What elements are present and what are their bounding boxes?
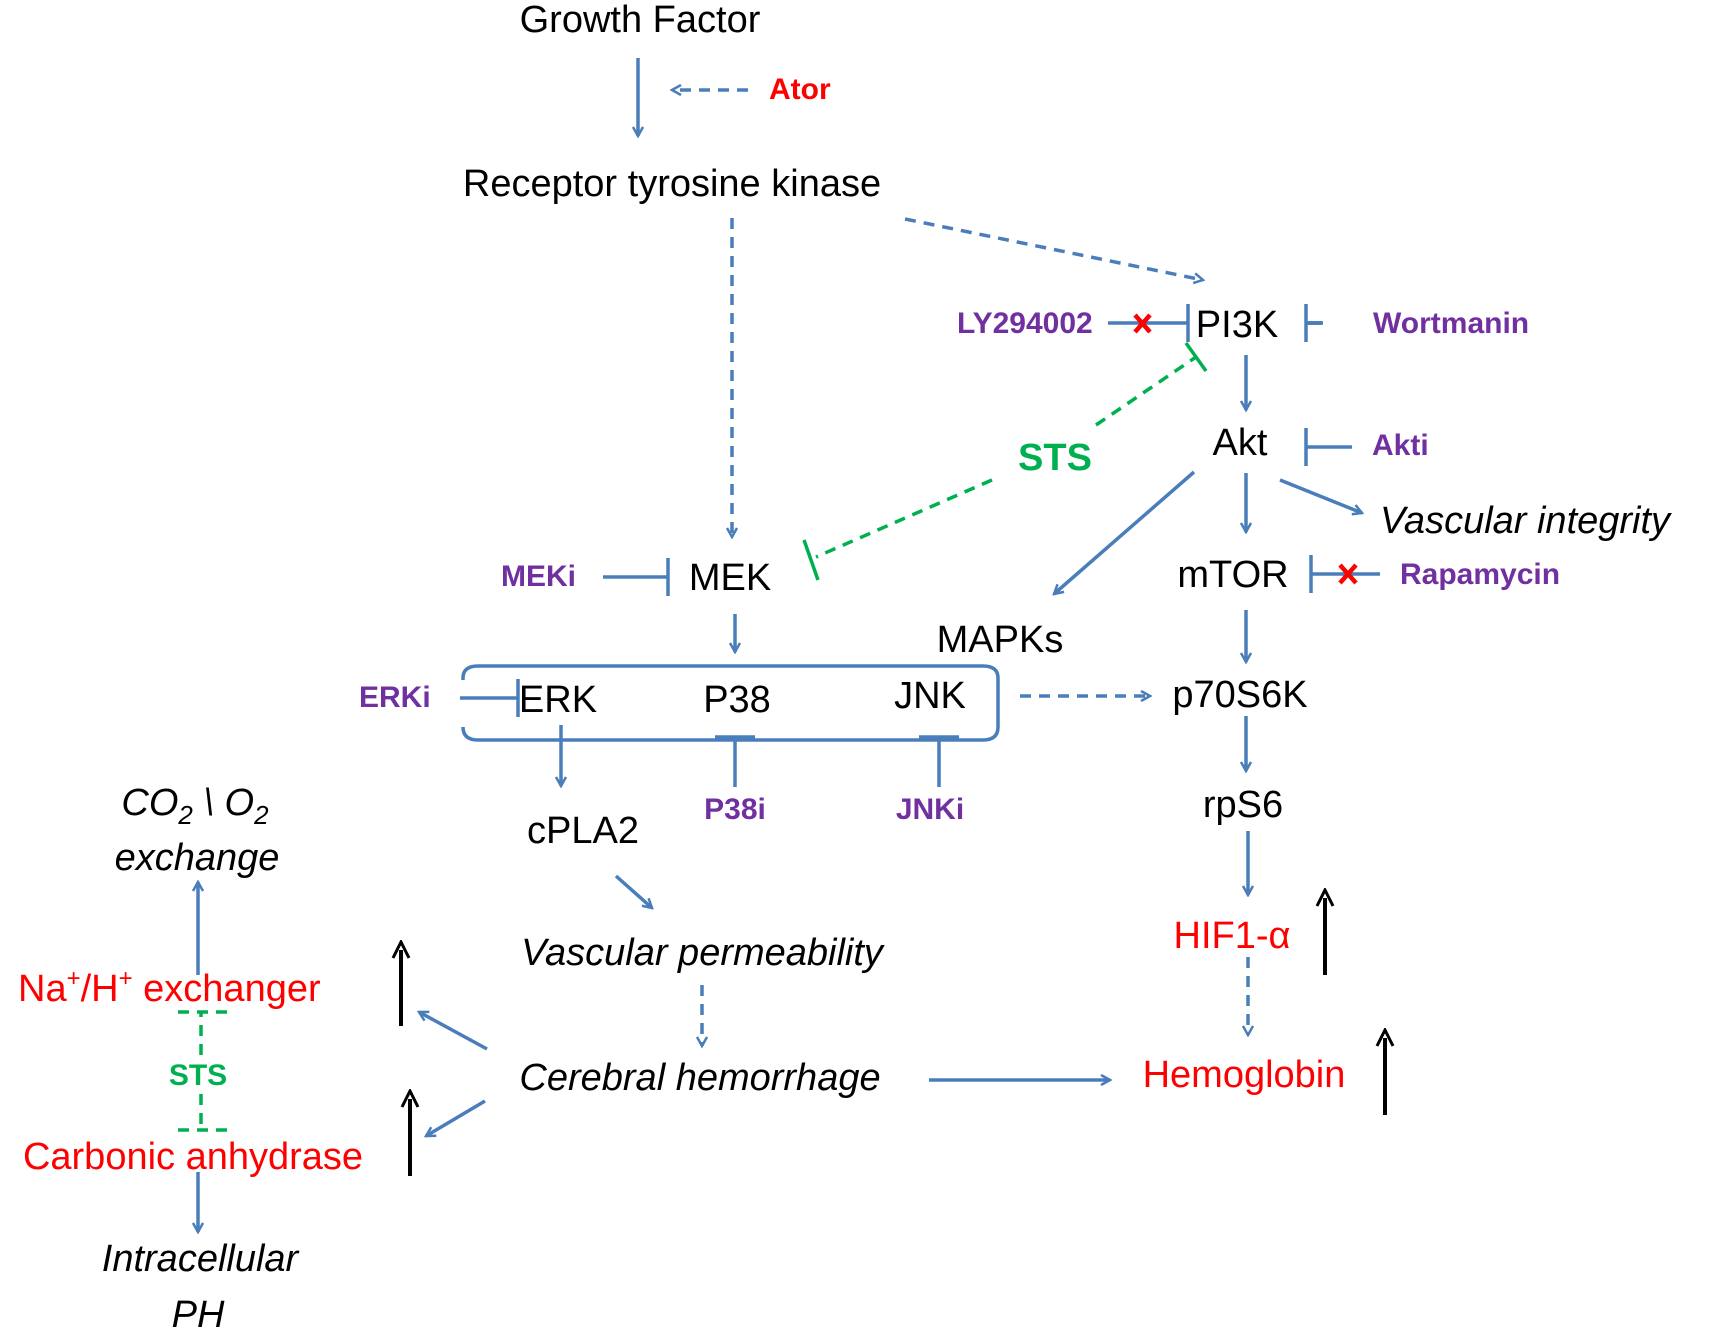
meki-label: MEKi (501, 560, 576, 593)
edge-cpla2-vascular-permeability (614, 874, 652, 908)
ph-label: PH (172, 1294, 225, 1331)
co2-o2-label: CO2 \ O2 (121, 782, 269, 830)
erki-label: ERKi (359, 681, 431, 714)
rtk-label: Receptor tyrosine kinase (463, 163, 881, 205)
ly294002-block-mark (1133, 313, 1152, 334)
hemoglobin-label: Hemoglobin (1143, 1054, 1346, 1096)
jnki-label: JNKi (896, 793, 964, 826)
intracellular-label: Intracellular (102, 1238, 300, 1280)
sts-mek-tbar (802, 539, 820, 581)
ator-label: Ator (769, 73, 831, 106)
na-h-exchanger-label: Na+/H+ exchanger (18, 965, 321, 1010)
hif1a-label: HIF1-α (1174, 915, 1291, 957)
edge-rtk-pi3k (904, 217, 1203, 280)
edge-akt-mapks (1054, 470, 1196, 594)
wortmanin-label: Wortmanin (1373, 307, 1529, 340)
carbonic-anhydrase-label: Carbonic anhydrase (23, 1136, 363, 1178)
mapks-label: MAPKs (937, 619, 1064, 661)
cerebral-hemorrhage-label: Cerebral hemorrhage (519, 1057, 880, 1099)
rapamycin-block-mark (1338, 563, 1358, 585)
edge-sts-mek (815, 478, 993, 559)
rapamycin-label: Rapamycin (1400, 558, 1560, 591)
rps6-label: rpS6 (1203, 784, 1283, 826)
pi3k-label: PI3K (1196, 304, 1278, 346)
growth-factor-label: Growth Factor (520, 0, 761, 41)
sts-main-label: STS (1018, 437, 1092, 479)
mtor-label: mTOR (1177, 554, 1288, 596)
erk-label: ERK (519, 679, 597, 721)
mapk-group-bracket (461, 664, 1000, 742)
exchange-label: exchange (115, 837, 280, 879)
akti-label: Akti (1372, 429, 1429, 462)
edge-hemorrhage-nah (419, 1010, 488, 1051)
sts-left-label: STS (169, 1059, 227, 1092)
p38i-label: P38i (704, 793, 766, 826)
vascular-permeability-label: Vascular permeability (521, 932, 885, 974)
akt-label: Akt (1213, 422, 1268, 464)
sts-pi3k-tbar (1184, 341, 1208, 373)
jnk-label: JNK (894, 675, 966, 717)
vascular-integrity-label: Vascular integrity (1380, 500, 1672, 542)
edge-akt-vascular-integrity (1279, 478, 1362, 513)
edge-hemorrhage-ca (426, 1099, 486, 1138)
p38-label: P38 (703, 679, 771, 721)
edge-sts-pi3k (1095, 355, 1197, 427)
cpla2-label: cPLA2 (527, 810, 639, 852)
mek-label: MEK (689, 557, 771, 599)
p70s6k-label: p70S6K (1172, 674, 1307, 716)
ly294002-label: LY294002 (957, 307, 1093, 340)
